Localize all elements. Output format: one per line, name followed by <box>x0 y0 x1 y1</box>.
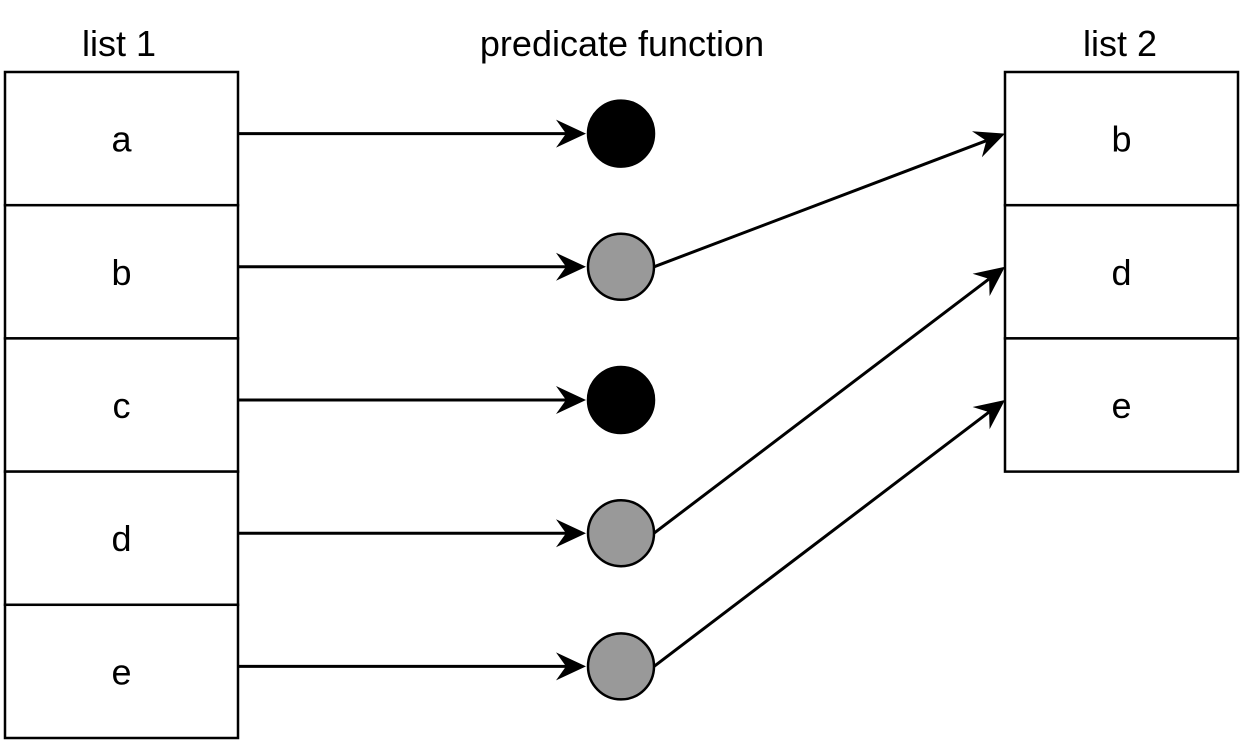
accepted-node <box>586 498 656 568</box>
list1-cell-box <box>3 203 240 340</box>
output-arrowhead <box>972 400 1005 430</box>
output-arrow <box>653 410 990 668</box>
list1-title: list 1 <box>82 23 156 64</box>
predicate-title: predicate function <box>480 23 764 64</box>
input-arrowhead <box>556 252 586 281</box>
list1-cell-box <box>3 470 240 607</box>
accepted-node <box>586 232 656 302</box>
list2-cell-label: e <box>1111 385 1131 426</box>
list1-cell: d <box>3 470 240 607</box>
input-arrowhead <box>556 119 586 148</box>
list1: a b c d e <box>3 70 240 740</box>
input-arrowhead <box>556 519 586 548</box>
list1-cell-label: c <box>113 385 131 426</box>
list2-cell: d <box>1003 203 1240 340</box>
list2-cell-label: b <box>1111 119 1131 160</box>
list2-title: list 2 <box>1083 23 1157 64</box>
output-arrow <box>653 277 990 535</box>
list2-cell: e <box>1003 337 1240 473</box>
list2-cell: b <box>1003 70 1240 207</box>
list1-cell: b <box>3 203 240 340</box>
rejected-node <box>586 365 656 435</box>
list2: b d e <box>1003 70 1240 473</box>
arrows <box>238 119 1005 681</box>
list1-cell: e <box>3 603 240 740</box>
accepted-node <box>586 632 656 701</box>
predicate-nodes <box>586 99 656 701</box>
input-arrowhead <box>556 386 586 414</box>
list2-cell-box <box>1003 337 1240 473</box>
list2-cell-label: d <box>1111 252 1131 293</box>
list1-cell-box <box>3 337 240 473</box>
list1-cell-label: d <box>111 518 131 559</box>
input-arrowhead <box>556 652 586 681</box>
rejected-node <box>586 99 656 168</box>
list1-cell-label: a <box>111 119 132 160</box>
list1-cell-box <box>3 70 240 207</box>
list1-cell: a <box>3 70 240 207</box>
output-arrowhead <box>972 266 1005 297</box>
list2-cell-box <box>1003 70 1240 207</box>
list1-cell: c <box>3 337 240 473</box>
list1-cell-label: b <box>111 252 131 293</box>
output-arrowhead <box>972 131 1005 158</box>
output-arrow <box>653 139 987 269</box>
list1-cell-label: e <box>111 651 131 692</box>
list1-cell-box <box>3 603 240 740</box>
